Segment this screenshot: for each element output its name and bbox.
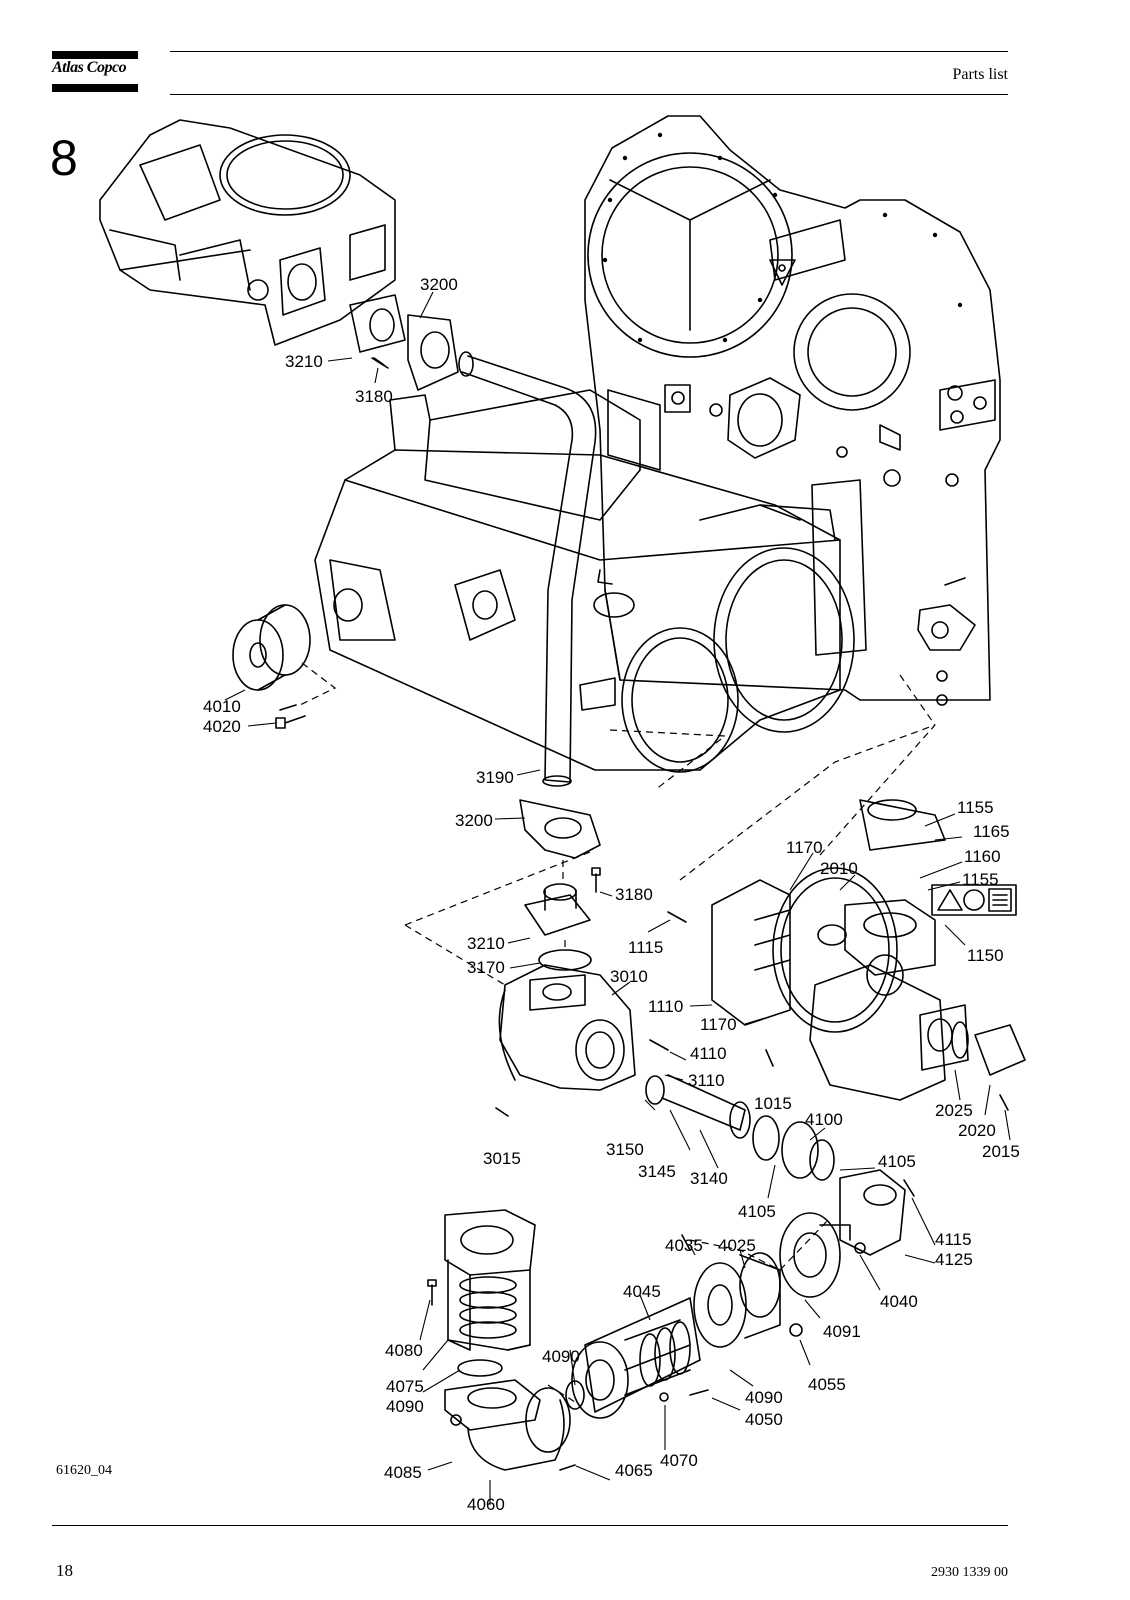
callout: 3180 xyxy=(355,387,393,406)
callout: 3010 xyxy=(610,967,648,986)
callout: 3015 xyxy=(483,1149,521,1168)
callout: 2025 xyxy=(935,1101,973,1120)
tube-3140 xyxy=(645,1074,835,1181)
callout: 4055 xyxy=(808,1375,846,1394)
callout: 4090 xyxy=(745,1388,783,1407)
callout: 4065 xyxy=(615,1461,653,1480)
header-rule-top xyxy=(170,51,1008,52)
document-number: 2930 1339 00 xyxy=(931,1565,1008,1580)
flange-4010 xyxy=(232,604,311,711)
company-logo: Atlas Copco xyxy=(52,59,127,76)
callout: 1115 xyxy=(628,938,663,957)
expansion-joint-4045 xyxy=(565,1252,781,1419)
logo-bar-bottom xyxy=(52,84,138,92)
callout: 4075 xyxy=(386,1377,424,1396)
section-title: Parts list xyxy=(952,66,1008,83)
compressor-housing xyxy=(99,119,396,346)
callout: 1155 xyxy=(962,870,999,889)
callout: 3200 xyxy=(455,811,493,830)
callout: 4025 xyxy=(718,1236,756,1255)
callout: 1170 xyxy=(786,838,823,857)
footer-rule xyxy=(52,1525,1008,1526)
gear-casing xyxy=(584,115,1001,706)
callout: 3190 xyxy=(476,768,514,787)
callout: 1165 xyxy=(973,822,1010,841)
callout: 4035 xyxy=(665,1236,703,1255)
elbow-4060 xyxy=(444,1379,571,1471)
blower-2010 xyxy=(711,799,1026,1101)
callout: 3170 xyxy=(467,958,505,977)
callout: 4105 xyxy=(878,1152,916,1171)
callout: 4085 xyxy=(384,1463,422,1482)
callout: 4010 xyxy=(203,697,241,716)
callout: 4105 xyxy=(738,1202,776,1221)
callout-labels: 3200 3210 3180 4010 4020 3190 3200 3180 … xyxy=(203,275,1020,1514)
figure-code: 61620_04 xyxy=(56,1463,112,1478)
callout: 3145 xyxy=(638,1162,676,1181)
valve-body-3010 xyxy=(498,964,636,1091)
callout: 3180 xyxy=(615,885,653,904)
callout: 4020 xyxy=(203,717,241,736)
leader-lines xyxy=(224,291,1011,1505)
callout: 1015 xyxy=(754,1094,792,1113)
flange-3210-top xyxy=(349,294,459,391)
callout: 2015 xyxy=(982,1142,1020,1161)
callout: 4091 xyxy=(823,1322,861,1341)
callout: 1155 xyxy=(957,798,994,817)
callout: 3140 xyxy=(690,1169,728,1188)
callout: 4060 xyxy=(467,1495,505,1514)
callout: 3210 xyxy=(467,934,505,953)
alignment-lines xyxy=(299,662,936,1403)
elbow-4040 xyxy=(779,1169,906,1298)
section-number: 8 xyxy=(50,130,78,186)
page-number: 18 xyxy=(56,1561,73,1580)
callout: 3110 xyxy=(688,1071,725,1090)
callout: 1160 xyxy=(964,847,1001,866)
callout: 1110 xyxy=(648,997,683,1016)
callout: 2010 xyxy=(820,859,858,878)
callout: 4110 xyxy=(690,1044,727,1063)
callout: 1150 xyxy=(967,946,1004,965)
callout: 4090 xyxy=(542,1347,580,1366)
callout: 4040 xyxy=(880,1292,918,1311)
callout: 4050 xyxy=(745,1410,783,1429)
callout: 4100 xyxy=(805,1110,843,1129)
expansion-joint-4075 xyxy=(444,1209,536,1377)
callout: 4080 xyxy=(385,1341,423,1360)
callout: 2020 xyxy=(958,1121,996,1140)
callout: 3150 xyxy=(606,1140,644,1159)
callout: 3210 xyxy=(285,352,323,371)
callout: 4045 xyxy=(623,1282,661,1301)
bolts xyxy=(275,357,1009,1471)
callout: 4115 xyxy=(935,1230,972,1249)
callout: 4090 xyxy=(386,1397,424,1416)
header-rule-bottom xyxy=(170,94,1008,95)
logo-bar-top xyxy=(52,51,138,59)
cooler-body xyxy=(314,389,855,773)
pipe-3190 xyxy=(458,351,597,787)
callout: 3200 xyxy=(420,275,458,294)
warning-decals-1150 xyxy=(931,884,1017,916)
callout: 4125 xyxy=(935,1250,973,1269)
callout: 4070 xyxy=(660,1451,698,1470)
callout: 1170 xyxy=(700,1015,737,1034)
coupling-3200-lower xyxy=(519,799,601,971)
